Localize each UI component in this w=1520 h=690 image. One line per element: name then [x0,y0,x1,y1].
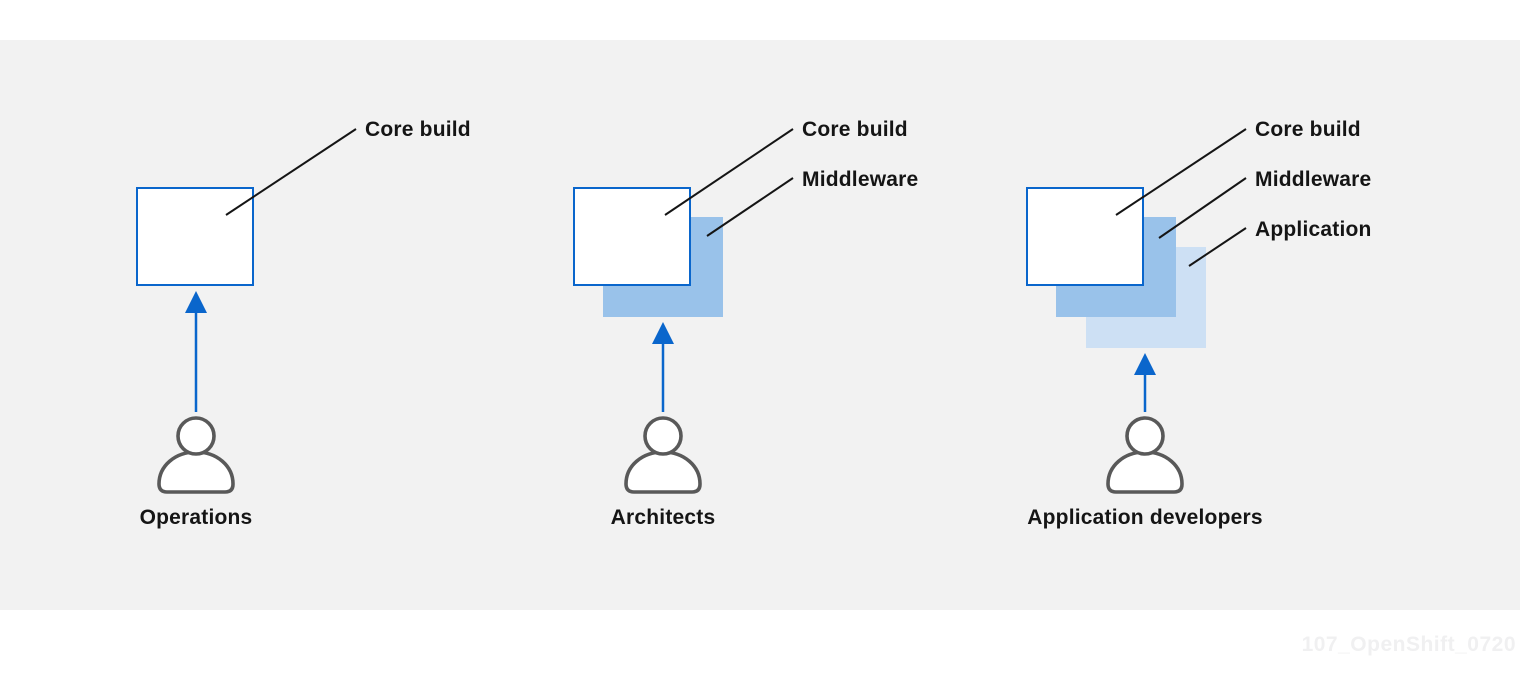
person-body [157,450,235,494]
callout-core-build: Core build [365,118,471,141]
persona-label-application-developers: Application developers [1027,506,1263,529]
callout-application: Application [1255,218,1372,241]
core-build-box [136,187,254,286]
person-head [1125,416,1165,456]
persona-label-operations: Operations [139,506,253,529]
person-icon [624,416,702,494]
person-icon [1106,416,1184,494]
persona-label-architects: Architects [610,506,716,529]
person-body [624,450,702,494]
core-build-box [573,187,691,286]
callout-middleware: Middleware [802,168,919,191]
person-head [176,416,216,456]
watermark-text: 107_OpenShift_0720 [1301,633,1516,656]
person-icon [157,416,235,494]
person-head [643,416,683,456]
callout-core-build: Core build [802,118,908,141]
person-body [1106,450,1184,494]
core-build-box [1026,187,1144,286]
callout-middleware: Middleware [1255,168,1372,191]
callout-core-build: Core build [1255,118,1361,141]
